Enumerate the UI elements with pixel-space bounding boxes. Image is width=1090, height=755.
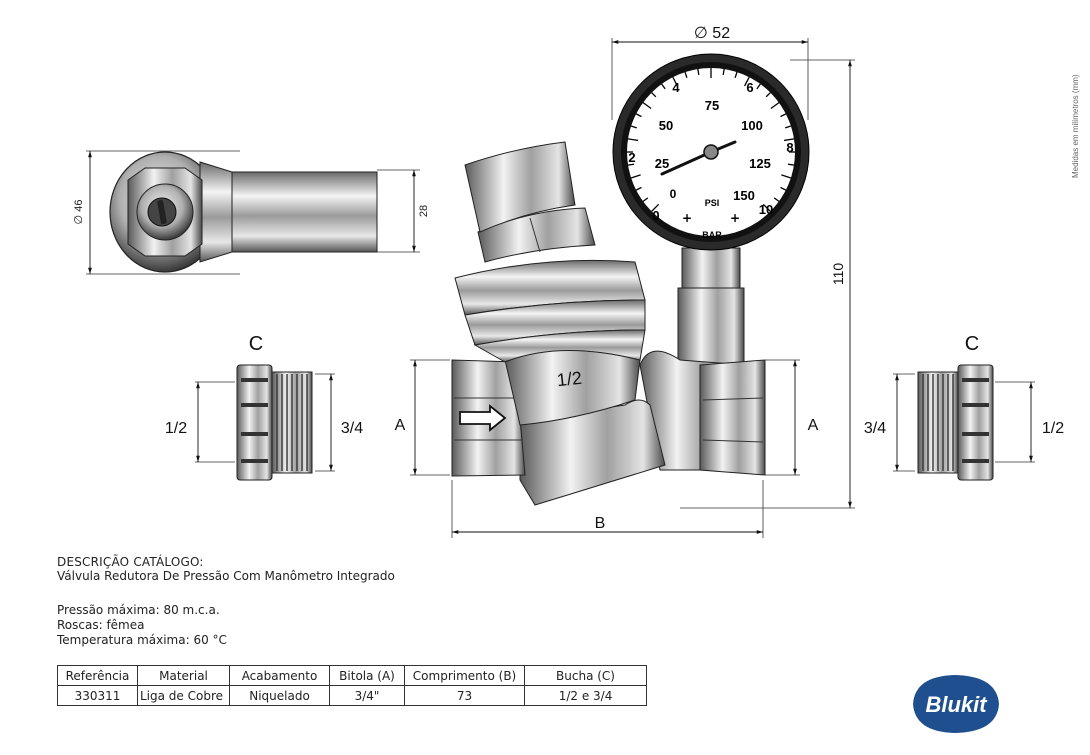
right-bushing: C 3/4 1/2: [864, 333, 1064, 481]
gauge-tick: [770, 102, 780, 110]
gauge-bar-8: 8: [786, 140, 793, 155]
gauge-tick: [780, 113, 787, 118]
gauge-psi-0: 0: [670, 187, 677, 201]
gauge-tick: [627, 138, 639, 142]
gauge-psi-100: 100: [741, 118, 763, 133]
col-gauge: Bitola (A): [329, 665, 406, 686]
valve-height-dim: 110: [830, 263, 846, 286]
gauge-bar-0: 0: [652, 208, 659, 223]
left-bushing: C 1/2 3/4: [165, 333, 363, 481]
gauge-tick: [773, 197, 780, 202]
technical-drawing: ∅ 46 28 C 1/2 3/4: [73, 25, 1064, 538]
description-heading: DESCRIÇÃO CATÁLOGO:: [57, 555, 204, 569]
gauge-tick: [784, 125, 792, 129]
cell-material: Liga de Cobre: [136, 685, 231, 706]
right-bushing-large-dim: 3/4: [864, 420, 886, 437]
cell-bushing: 1/2 e 3/4: [524, 685, 648, 706]
left-bushing-large-dim: 3/4: [341, 420, 363, 437]
blukit-logo: Blukit: [913, 675, 999, 733]
length-label: B: [595, 515, 606, 532]
col-length: Comprimento (B): [404, 665, 526, 686]
gauge-plus-right-icon: +: [730, 211, 740, 225]
valve-body-text: 1/2: [556, 368, 583, 391]
gauge-tick: [734, 71, 738, 79]
gauge-tick: [783, 138, 795, 142]
right-bushing-label: C: [965, 333, 979, 355]
gauge-pivot: [703, 144, 719, 160]
gauge-tick: [756, 83, 761, 90]
cell-reference: 330311: [57, 685, 138, 706]
description-text: Válvula Redutora De Pressão Com Manômetr…: [57, 569, 395, 583]
gauge-tick: [744, 76, 750, 87]
top-view: ∅ 46 28: [73, 150, 430, 275]
port-label-left: A: [395, 417, 406, 434]
left-bushing-label: C: [249, 333, 263, 355]
units-note-text: Medidas em milímetros (mm): [1071, 74, 1080, 178]
gauge-tick: [672, 76, 678, 87]
col-bushing: Bucha (C): [524, 665, 648, 686]
gauge-tick: [787, 163, 795, 166]
col-material: Material: [136, 665, 231, 686]
gauge-tick: [765, 92, 771, 98]
gauge-plus-left-icon: +: [682, 211, 692, 225]
gauge-tick: [642, 102, 652, 110]
cell-finish: Niquelado: [229, 685, 331, 706]
gauge-tick: [630, 174, 641, 179]
gauge-tick: [651, 92, 657, 98]
gauge-tick: [661, 83, 666, 90]
gauge-psi-label: PSI: [705, 198, 720, 208]
brand-name: Blukit: [925, 692, 988, 717]
port-label-right: A: [808, 417, 819, 434]
gauge-bar-2: 2: [628, 150, 635, 165]
gauge-psi-75: 75: [705, 98, 719, 113]
gauge-tick: [762, 203, 771, 212]
spec-threads: Roscas: fêmea: [57, 618, 145, 632]
right-bushing-small-dim: 1/2: [1042, 420, 1064, 437]
gauge-bar-4: 4: [672, 80, 680, 95]
gauge-psi-25: 25: [655, 156, 669, 171]
spec-max-pressure: Pressão máxima: 80 m.c.a.: [57, 603, 220, 617]
units-note: Medidas em milímetros (mm): [1071, 74, 1080, 178]
col-finish: Acabamento: [229, 665, 331, 686]
table-header-row: Referência Material Acabamento Bitola (A…: [57, 665, 648, 686]
gauge-tick: [697, 68, 700, 76]
top-view-height: 28: [418, 205, 430, 217]
gauge-bar-label: BAR: [702, 230, 722, 240]
gauge-tick: [627, 163, 635, 166]
gauge-psi-150: 150: [733, 188, 755, 203]
gauge-tick: [781, 174, 792, 179]
table-row: 330311 Liga de Cobre Niquelado 3/4" 73 1…: [57, 685, 648, 706]
gauge-psi-125: 125: [749, 156, 771, 171]
pressure-gauge: 0 25 50 75 100 125 150 0 2 4 6 8 10 PSI …: [612, 53, 810, 251]
spec-max-temp: Temperatura máxima: 60 °C: [57, 633, 227, 647]
gauge-tick: [780, 186, 787, 191]
top-view-diameter: ∅ 46: [73, 200, 85, 225]
gauge-tick: [630, 125, 638, 129]
gauge-bar-6: 6: [746, 80, 753, 95]
left-bushing-small-dim: 1/2: [165, 420, 187, 437]
product-table: Referência Material Acabamento Bitola (A…: [57, 665, 648, 706]
gauge-tick: [722, 68, 725, 76]
gauge-tick: [642, 197, 649, 202]
gauge-tick: [651, 203, 660, 212]
cell-gauge: 3/4": [329, 685, 406, 706]
cell-length: 73: [404, 685, 526, 706]
catalog-description: DESCRIÇÃO CATÁLOGO: Válvula Redutora De …: [57, 555, 395, 583]
gauge-needle: [660, 150, 713, 176]
gauge-tick: [635, 186, 642, 191]
gauge-bar-10: 10: [759, 202, 773, 217]
specifications: Pressão máxima: 80 m.c.a. Roscas: fêmea …: [57, 603, 227, 648]
gauge-psi-50: 50: [659, 118, 673, 133]
gauge-diameter-dim: ∅ 52: [694, 25, 730, 42]
valve-front-view: ∅ 52 110 A A B 1/2: [395, 25, 855, 538]
gauge-tick: [635, 113, 642, 118]
col-reference: Referência: [57, 665, 138, 686]
gauge-tick: [684, 71, 688, 79]
